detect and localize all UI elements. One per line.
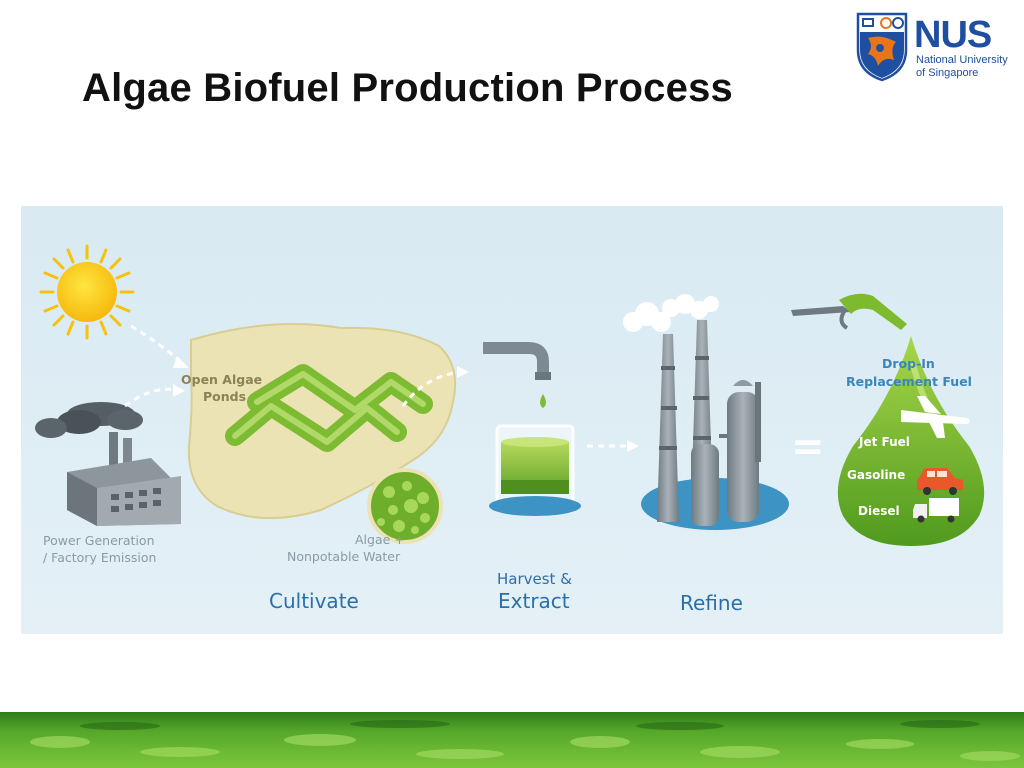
nus-logo: NUS National University of Singapore [856,12,1016,84]
fuel-jet-label: Jet Fuel [858,435,910,449]
water-label-2: Nonpotable Water [287,549,401,564]
biofuel-process-diagram: Power Generation / Factory Emission Open… [21,206,1003,634]
nus-logo-line-2: of Singapore [916,67,978,79]
emission-label-2: / Factory Emission [43,550,156,565]
equals-sign: = [791,424,825,470]
ponds-label-2: Ponds [203,389,246,404]
stage-refine: Refine [680,591,743,615]
grass-footer-image [0,712,1024,768]
fuel-title-2: Replacement Fuel [846,374,972,389]
nus-crest-icon [856,12,908,82]
fuel-title-1: Drop-In [882,356,935,371]
nus-logo-text: NUS [914,14,991,56]
stage-harvest-1: Harvest & [497,570,572,588]
fuel-gasoline-label: Gasoline [847,468,905,482]
nus-logo-line-1: National University [916,54,1008,66]
stage-harvest-2: Extract [498,589,570,613]
slide-title: Algae Biofuel Production Process [82,66,733,111]
emission-label-1: Power Generation [43,533,155,548]
ponds-label-1: Open Algae [181,372,262,387]
stage-cultivate: Cultivate [269,589,359,613]
fuel-diesel-label: Diesel [858,504,900,518]
algae-ponds-icon [189,324,455,542]
water-label-1: Algae + [355,532,405,547]
